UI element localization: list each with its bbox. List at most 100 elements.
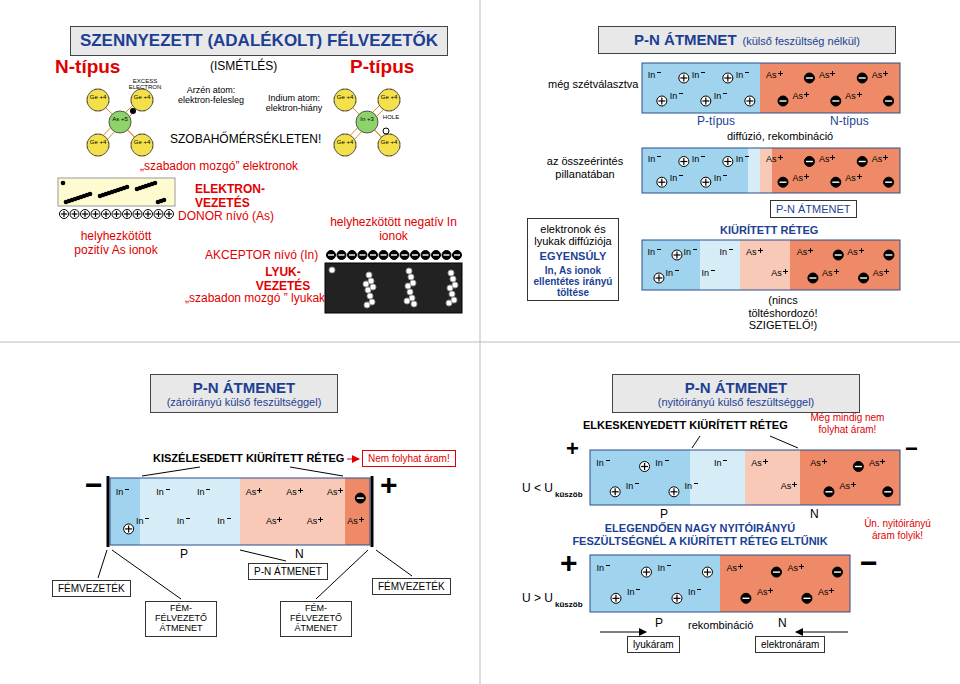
ion-label: As — [327, 487, 344, 497]
electron-symbol — [855, 466, 862, 467]
annotation-label: (nincs töltéshordozó! SZIGETELŐ!) — [733, 294, 833, 332]
annotation-label: Ge +4 — [336, 94, 354, 100]
free-hole-dot — [447, 285, 453, 291]
annotation-label: N-típus — [830, 115, 869, 129]
node-text: elektronáram — [761, 639, 819, 650]
node-text: P-N ÁTMENET — [634, 31, 737, 48]
electron-symbol — [741, 593, 751, 603]
hole-symbol — [137, 211, 138, 217]
free-electron-dot — [162, 198, 167, 203]
hole-symbol — [679, 157, 689, 167]
illustration-stroke — [98, 550, 107, 578]
hole-symbol — [74, 211, 75, 217]
ion-label: In — [197, 487, 211, 497]
illustration-stroke — [796, 632, 848, 633]
current-box: elektronáram — [755, 636, 825, 653]
ion-label: In — [648, 154, 662, 164]
electron-symbol — [360, 254, 366, 255]
free-hole-dot — [446, 300, 452, 306]
annotation-label: még szétválasztva — [548, 78, 638, 91]
hole-symbol — [727, 158, 728, 165]
ion-label: As — [810, 458, 827, 468]
electron-symbol — [390, 251, 399, 260]
annotation-label: HOLE — [380, 114, 402, 120]
illustration-stroke — [240, 550, 286, 561]
electron-symbol — [884, 177, 894, 187]
annotation-label: + — [560, 548, 578, 578]
ion-label: As — [793, 173, 810, 183]
hole-symbol — [60, 210, 69, 219]
title-box: SZENNYEZETT (ADALÉKOLT) FÉLVEZETŐK — [70, 26, 448, 56]
atom-circle — [131, 134, 153, 156]
atom-circle — [378, 134, 400, 156]
electron-symbol — [778, 96, 788, 106]
annotation-label: helyhezkötött negatív In ionok — [325, 216, 462, 244]
part-box: FÉMVEZETÉK — [372, 578, 451, 595]
electron-symbol — [825, 491, 832, 492]
illustration-stroke — [290, 467, 343, 476]
hole-symbol — [70, 210, 79, 219]
electron-symbol — [806, 77, 813, 78]
title-box: P-N ÁTMENET(záróirányú külső feszültségg… — [150, 374, 338, 413]
free-hole-dot — [449, 291, 455, 297]
hole-symbol — [641, 567, 651, 577]
title-box: P-N ÁTMENET (külső feszültség nélkül) — [598, 26, 896, 54]
annotation-label: KIÜRÍTETT RÉTEG — [720, 224, 818, 237]
electron-symbol — [444, 254, 450, 255]
annotation-label: N — [778, 617, 787, 631]
region-fill — [740, 240, 790, 290]
hole-symbol — [679, 73, 689, 83]
electron-symbol — [833, 250, 843, 260]
annotation-label: Ge +4 — [380, 139, 398, 145]
annotation-label: Ún. nyitóirányú áram folyik! — [860, 518, 935, 541]
region-fill — [760, 148, 900, 193]
free-electron-dot — [153, 181, 158, 186]
hole-symbol — [644, 463, 645, 470]
free-hole-dot — [329, 267, 335, 273]
hole-symbol — [646, 569, 647, 576]
node-text: lyukáram — [633, 639, 674, 650]
dopant-atom — [109, 111, 131, 133]
electron-symbol — [780, 181, 787, 182]
ion-label: In — [736, 154, 750, 164]
annotation-label: rekombináció — [688, 619, 753, 632]
current-box: lyukáram — [627, 636, 680, 653]
ion-label: As — [766, 154, 783, 164]
electron-symbol — [831, 96, 841, 106]
ion-label: In — [714, 91, 728, 101]
electron-symbol — [432, 251, 441, 260]
electron-symbol — [778, 177, 788, 187]
electron-symbol — [369, 251, 378, 260]
ion-label: As — [347, 516, 364, 526]
annotation-label: U < U — [522, 482, 553, 496]
illustration-stroke — [600, 632, 646, 633]
annotation-label: U > U — [522, 592, 553, 606]
electron-symbol — [832, 181, 839, 182]
hole-symbol — [657, 177, 667, 187]
hole-symbol — [91, 210, 100, 219]
ion-label: In — [136, 516, 150, 526]
ion-label: In — [177, 516, 191, 526]
ion-label: As — [246, 487, 263, 497]
electron-symbol — [773, 571, 780, 572]
node-text: Nem folyhat áram! — [368, 453, 450, 464]
ion-label: As — [872, 154, 889, 164]
electron-symbol — [859, 273, 869, 283]
region-fill — [745, 450, 800, 505]
hole-symbol — [669, 487, 679, 497]
electron-symbol — [853, 462, 863, 472]
atom-circle — [334, 134, 356, 156]
hole-symbol — [654, 273, 664, 283]
hole-symbol — [672, 593, 682, 603]
hole-symbol — [658, 275, 659, 282]
ion-label: In — [596, 563, 610, 573]
annotation-label: ELEKTRON-VEZETÉS — [195, 183, 270, 211]
hole-symbol — [640, 462, 650, 472]
region-fill — [240, 478, 370, 545]
electron-symbol — [379, 251, 388, 260]
annotation-label: As +5 — [111, 116, 129, 122]
electron-symbol — [391, 254, 397, 255]
annotation-label: Arzén atom: elektron-felesleg — [175, 85, 247, 106]
electron-symbol — [804, 157, 814, 167]
node-text: (külső feszültség nélkül) — [743, 35, 860, 47]
